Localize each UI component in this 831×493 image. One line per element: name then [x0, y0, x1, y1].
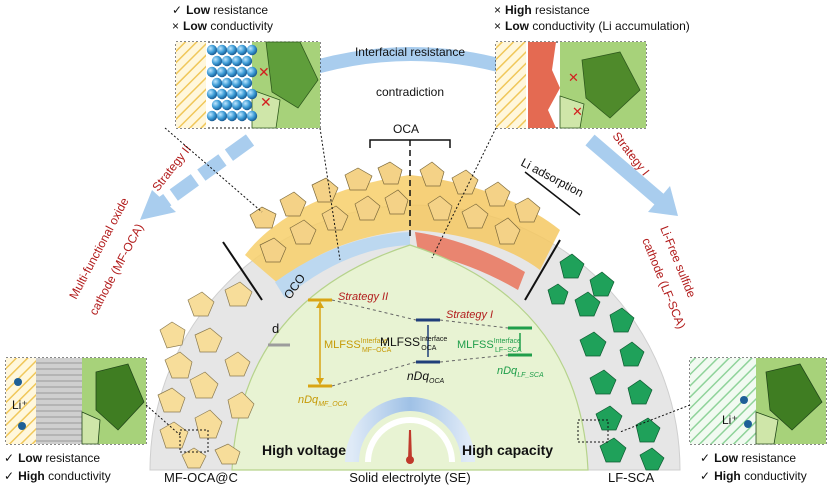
bottom-left-inset-leader — [145, 404, 181, 436]
oxide-particle — [246, 44, 258, 56]
high-voltage-label: High voltage — [262, 442, 346, 458]
svg-text:×Low conductivity (Li accumula: ×Low conductivity (Li accumulation) — [494, 19, 690, 33]
oxide-particle — [236, 44, 248, 56]
oxide-particle — [236, 88, 248, 100]
ndq-lf-label: nDqLF_SCA — [497, 365, 544, 379]
svg-text:×Low conductivity: ×Low conductivity — [172, 19, 273, 33]
oxide-particle — [246, 88, 258, 100]
li-adsorption-bracket — [524, 171, 581, 216]
oxide-particle — [241, 99, 253, 111]
oxide-particle — [216, 66, 228, 78]
oco-coating-strip — [275, 232, 410, 298]
oxide-particle — [206, 66, 218, 78]
li-plus-right: Li⁺ — [722, 413, 738, 427]
interfacial-resistance-text: Interfacial resistance — [355, 45, 465, 59]
svg-text:✓Low resistance: ✓Low resistance — [4, 451, 100, 465]
top-right-inset — [495, 41, 647, 129]
oca-label: OCA — [393, 122, 419, 136]
oxide-particle — [221, 99, 233, 111]
oxide-particle — [241, 77, 253, 89]
li-block-crosses: ✕ ✕ — [258, 64, 272, 110]
li-adsorption-layer — [415, 232, 525, 290]
d-label: d — [272, 321, 279, 336]
oxide-particle — [236, 110, 248, 122]
bottom-left-inset — [5, 357, 147, 445]
mf-oca-c-label: MF-OCA@C — [164, 470, 238, 485]
oxide-particle — [206, 88, 218, 100]
bottom-right-callout-box — [577, 419, 609, 443]
ndq-mf-label: nDqMF_OCA — [298, 394, 348, 408]
oxide-particle — [231, 77, 243, 89]
top-right-note: ×High resistance ×Low conductivity (Li a… — [494, 3, 690, 33]
bottom-right-note: ✓Low resistance ✓High conductivity — [700, 451, 807, 483]
strategy-ii-arrow — [155, 134, 255, 211]
oxide-particle — [206, 44, 218, 56]
svg-text:✓Low resistance: ✓Low resistance — [700, 451, 796, 465]
contradiction-text: contradiction — [376, 85, 444, 99]
svg-text:×High resistance: ×High resistance — [494, 3, 590, 17]
oxide-particle — [241, 55, 253, 67]
solid-electrolyte-label: Solid electrolyte (SE) — [349, 470, 470, 485]
oxide-particle — [206, 110, 218, 122]
right-boundary-line — [524, 239, 561, 301]
oxide-particle — [236, 66, 248, 78]
bottom-left-callout-box — [179, 429, 209, 453]
voltage-capacity-gauge — [345, 397, 475, 464]
svg-text:✕: ✕ — [572, 104, 583, 119]
oca-bracket — [369, 139, 451, 148]
oxide-particle — [226, 66, 238, 78]
oxide-particle — [246, 66, 258, 78]
li-plus-left: Li⁺ — [12, 398, 28, 412]
oxide-particle — [216, 44, 228, 56]
high-capacity-label: High capacity — [462, 442, 553, 458]
oxide-particle — [221, 55, 233, 67]
lf-sca-label: LF-SCA — [608, 470, 655, 485]
strategy-i-arrow-head — [648, 186, 678, 216]
oxide-particle — [226, 110, 238, 122]
oxide-particle — [221, 77, 233, 89]
svg-text:✕: ✕ — [568, 70, 579, 85]
strategy-ii-inner-label: Strategy II — [338, 291, 388, 303]
top-right-inset-leader — [431, 127, 497, 259]
oxide-particle — [211, 99, 223, 111]
oca-particle-field — [249, 161, 541, 263]
oxide-particle — [211, 55, 223, 67]
strategy-i-inner-label: Strategy I — [446, 309, 493, 321]
strategy-i-arrow — [585, 134, 665, 206]
oxide-particle — [216, 88, 228, 100]
oxide-particle — [231, 99, 243, 111]
top-left-inset-leader — [164, 127, 263, 213]
ndq-oca-label: nDqOCA — [407, 369, 445, 385]
lf-sca-particle-field — [547, 253, 665, 471]
oxide-particle — [216, 110, 228, 122]
svg-text:✓High conductivity: ✓High conductivity — [700, 469, 807, 483]
oca-particle-band-right — [410, 175, 560, 270]
oxide-particle — [211, 77, 223, 89]
top-left-note: ✓Low resistance ×Low conductivity — [172, 3, 273, 33]
left-boundary-line — [222, 241, 263, 301]
svg-text:✕: ✕ — [258, 64, 270, 80]
oxide-particle — [231, 55, 243, 67]
li-accumulation-crosses: ✕ ✕ — [568, 70, 583, 119]
svg-text:✕: ✕ — [260, 94, 272, 110]
oxide-particle — [246, 110, 258, 122]
bottom-left-note: ✓Low resistance ✓High conductivity — [4, 451, 111, 483]
mf-oca-particle-field — [157, 281, 255, 469]
svg-text:✓High conductivity: ✓High conductivity — [4, 469, 111, 483]
oxide-particle — [226, 44, 238, 56]
strategy-ii-arrow-head — [140, 190, 176, 220]
svg-text:✓Low resistance: ✓Low resistance — [172, 3, 268, 17]
oxide-coating-particles — [206, 44, 258, 122]
oxide-particle — [226, 88, 238, 100]
bottom-right-inset — [689, 357, 827, 445]
bottom-right-inset-leader — [619, 404, 691, 433]
energy-diagram — [268, 298, 532, 388]
